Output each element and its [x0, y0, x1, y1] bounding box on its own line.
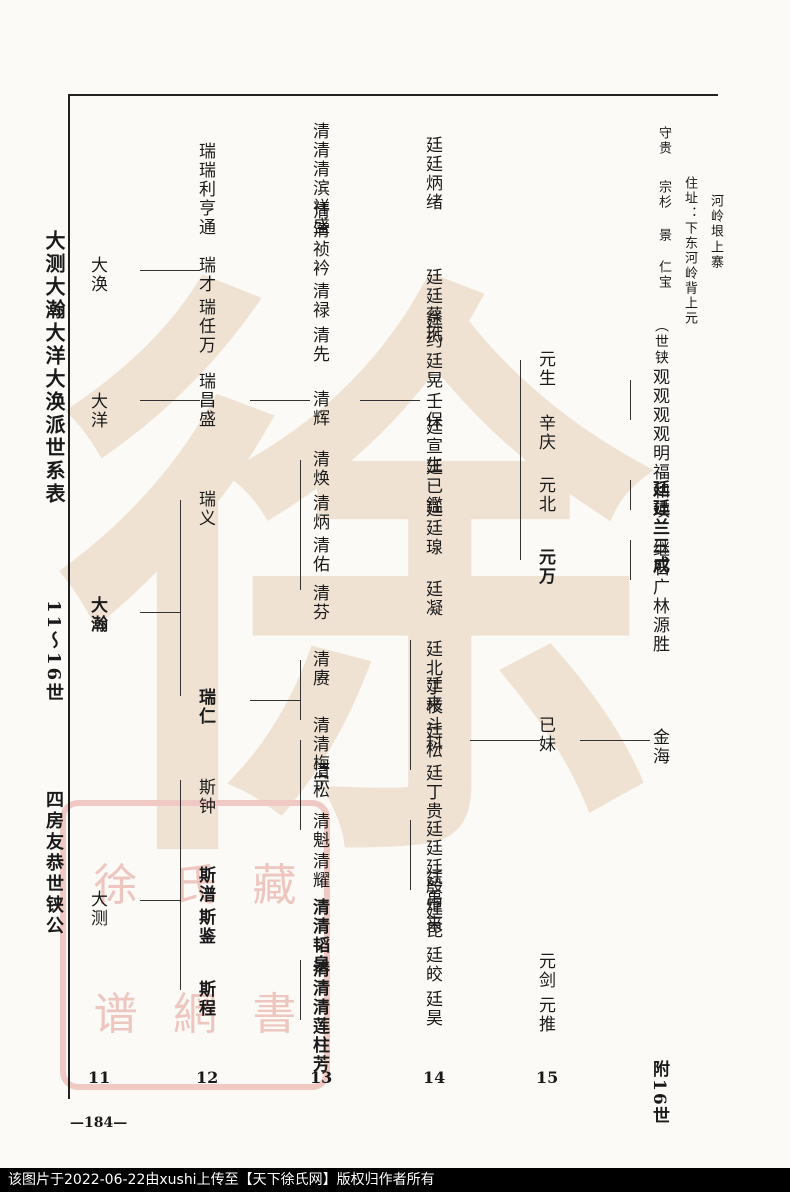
gen13-item: 清芬: [309, 584, 329, 622]
gen13-item: 清清韬泉: [309, 898, 329, 974]
gen13-item: 清炳: [309, 494, 329, 532]
gen13-item: 清清祯衿: [309, 202, 329, 278]
gen14-item: 廷廷炳绪: [422, 136, 442, 212]
gen-label-11: 11: [88, 1068, 111, 1087]
gen11-dayang: 大洋: [87, 392, 107, 430]
note: 上寨: [708, 240, 723, 270]
title-house: 四房友恭世铗公: [43, 790, 64, 937]
gen14-item: 廷晃: [422, 352, 442, 390]
gen14-item: 壬保: [422, 392, 442, 430]
gen16-item: 廷廷兰三成: [649, 480, 669, 575]
title-main: 大测大瀚大洋大涣派世系表: [42, 230, 66, 506]
gen13-item: 清清清莲柱芳: [309, 960, 329, 1074]
gen15-item: 辛庆: [535, 414, 555, 452]
gen15-item: 元生: [535, 350, 555, 388]
gen15-item: 元北: [535, 476, 555, 514]
note: （世铗: [653, 318, 669, 366]
gen12-item: 瑞任万: [195, 298, 215, 355]
gen14-item: 廷来: [422, 676, 442, 714]
gen13-item: 清赓: [309, 650, 329, 688]
gen16-item: 金海: [649, 728, 669, 766]
gen13-item: 清松: [309, 762, 329, 800]
gen-label-16: 附16世: [649, 1060, 669, 1126]
note: 住址：下东河岭背上元: [682, 176, 697, 326]
gen14-item: 廷北丁枝斗科: [422, 640, 442, 754]
gen-label-14: 14: [423, 1068, 446, 1087]
gen14-item: 廷皎: [422, 946, 442, 984]
watermark-glyph: 徐: [60, 227, 660, 932]
gen15-item: 元推: [535, 996, 555, 1034]
gen13-item: 清焕: [309, 450, 329, 488]
note: 宗杉: [656, 180, 671, 210]
gen15-item: 元万: [535, 548, 555, 586]
gen-label-15: 15: [536, 1068, 559, 1087]
gen15-item: 已妹: [535, 716, 555, 754]
gen13-item: 清清清滨祥盛: [309, 122, 329, 236]
gen13-item: 清先: [309, 326, 329, 364]
gen12-item: 瑞才: [195, 256, 215, 294]
gen14-item: 廷约: [422, 312, 442, 350]
gen14-item: 廷廷廷殷炬来: [422, 820, 442, 934]
gen14-item: 廷昆: [422, 902, 442, 940]
gen15-item: 元剑: [535, 952, 555, 990]
gen14-item: 廷廷瑔: [422, 500, 442, 557]
seal-stamp: 徐氏藏谱網書: [60, 800, 330, 1090]
gen16-item: 继石广林源胜: [649, 540, 669, 654]
gen12-item: 斯鉴: [195, 908, 215, 946]
gen12-item: 瑞仁: [195, 688, 215, 726]
gen12-item: 瑞昌盛: [195, 372, 215, 429]
gen11-dahan: 大瀚: [87, 596, 107, 634]
gen14-item: 廷凝: [422, 580, 442, 618]
gen14-item: 廷松: [422, 722, 442, 760]
gen12-item: 瑞瑞利亨通: [195, 142, 215, 237]
note: 仁宝: [656, 260, 671, 290]
title-range: 11～16世: [43, 600, 64, 705]
gen13-item: 清禄: [309, 282, 329, 320]
note: 守贵: [656, 126, 671, 156]
gen14-item: 廷禹: [422, 870, 442, 908]
page-number: —184—: [70, 1115, 128, 1131]
gen11-dace: 大测: [87, 890, 107, 928]
gen13-item: 清魁: [309, 812, 329, 850]
gen12-item: 斯程: [195, 980, 215, 1018]
gen14-item: 廷丁贵: [422, 764, 442, 821]
page-frame: [68, 94, 718, 1099]
gen12-item: 瑞义: [195, 490, 215, 528]
gen14-item: 廷昊: [422, 990, 442, 1028]
gen11-dahuan: 大涣: [87, 256, 107, 294]
gen-label-12: 12: [196, 1068, 219, 1087]
gen14-item: 廷廷蔡玳: [422, 268, 442, 344]
gen13-item: 清耀: [309, 852, 329, 890]
gen12-item: 斯钟: [195, 778, 215, 816]
gen13-item: 清清梅宁: [309, 716, 329, 792]
gen14-item: 廷宣生: [422, 418, 442, 475]
gen13-item: 清辉: [309, 390, 329, 428]
footer-notice: 该图片于2022-06-22由xushi上传至【天下徐氏网】版权归作者所有: [0, 1168, 790, 1192]
gen16-item: 观观观观明福和瑛: [649, 368, 669, 520]
note: 河岭垠: [708, 194, 723, 239]
note: 景: [656, 228, 671, 243]
gen14-item: 廷已鑑: [422, 458, 442, 515]
gen12-item: 斯潽: [195, 866, 215, 904]
gen13-item: 清佑: [309, 536, 329, 574]
gen-label-13: 13: [310, 1068, 333, 1087]
